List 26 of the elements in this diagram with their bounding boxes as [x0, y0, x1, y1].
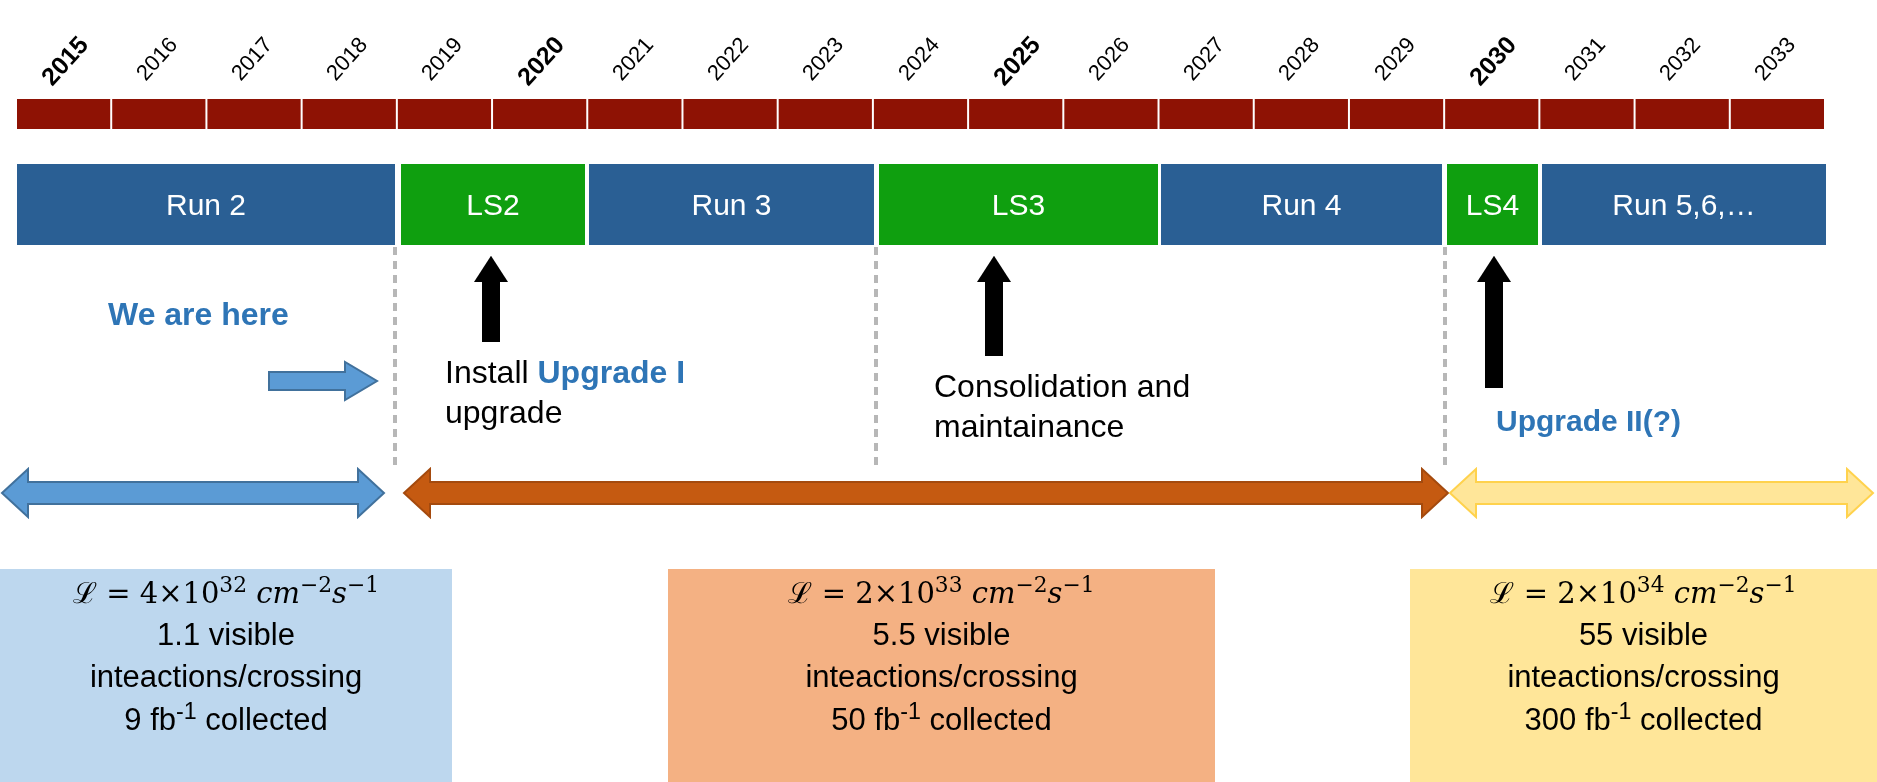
- period-band: [1448, 467, 1875, 519]
- info-text: 9 fb$^{-1}$ collected: [124, 699, 328, 740]
- period-band: [402, 467, 1450, 519]
- luminosity-formula: ℒ = 4×10$^{32}$ cm$^{−2}$s$^{−1}$: [72, 573, 380, 612]
- annotation-text: We are here: [108, 295, 289, 334]
- phase-bar: Run 4: [1161, 164, 1442, 245]
- phase-bar: LS2: [401, 164, 585, 245]
- annotation-text: Upgrade II(?): [1496, 398, 1756, 443]
- phase-bar: Run 5,6,…: [1542, 164, 1826, 245]
- phase-bar: Run 3: [589, 164, 874, 245]
- phase-bar: LS4: [1447, 164, 1538, 245]
- annotation-text: Consolidation and maintainance: [934, 366, 1324, 446]
- luminosity-formula: ℒ = 2×10$^{33}$ cm$^{−2}$s$^{−1}$: [788, 573, 1095, 612]
- luminosity-formula: ℒ = 2×10$^{34}$ cm$^{−2}$s$^{−1}$: [1490, 573, 1797, 612]
- info-text: 50 fb$^{-1}$ collected: [831, 699, 1052, 740]
- info-text: 300 fb$^{-1}$ collected: [1524, 699, 1763, 740]
- arrow: [474, 255, 508, 342]
- info-box: [1410, 569, 1877, 782]
- annotation-text: Install Upgrade I upgrade: [445, 352, 775, 432]
- arrow: [977, 255, 1011, 356]
- arrow: [1477, 255, 1511, 388]
- phase-bar: Run 2: [17, 164, 395, 245]
- info-box: [0, 569, 452, 782]
- info-box: [668, 569, 1215, 782]
- period-band: [0, 467, 386, 519]
- phase-bar: LS3: [879, 164, 1158, 245]
